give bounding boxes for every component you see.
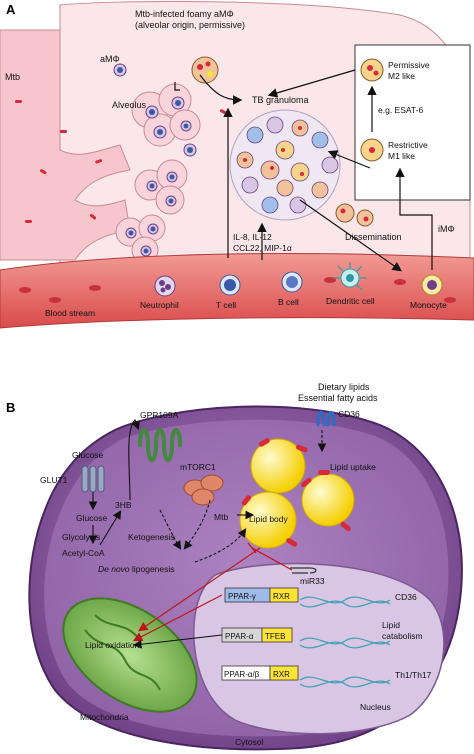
lipid-catabolism-label-1: Lipid [382, 620, 400, 630]
gpr109a-label: GPR109A [140, 410, 179, 420]
b-cell [281, 271, 303, 293]
ppar-gamma-label: PPAR-γ [228, 592, 256, 601]
mtb-label: Mtb [5, 72, 20, 82]
tfeb-label: TFEB [265, 632, 285, 641]
cytokines-label-2: CCL22, MIP-1α [233, 243, 292, 253]
t-cell [219, 274, 241, 296]
monocyte-label: Monocyte [410, 300, 447, 310]
cd36-receptor-label: CD36 [338, 409, 360, 419]
m1-macrophage [360, 138, 384, 162]
permissive-label-2: M2 like [388, 71, 415, 81]
panel-b-labels: B Dietary lipids Essential fatty acids G… [6, 382, 432, 747]
mtorc1-label: mTORC1 [180, 462, 216, 472]
m2-macrophage [360, 58, 384, 82]
rxr-label-1: RXR [273, 592, 290, 601]
alveolar-macrophages [113, 63, 197, 257]
glucose-in-label: Glucose [76, 513, 107, 523]
panel-b-black-lines [132, 634, 223, 649]
lipogenesis-label: lipogenesis [132, 564, 175, 574]
foamy-macrophage [191, 56, 219, 84]
dietary-label-2: Essential fatty acids [298, 393, 378, 403]
dietary-label-1: Dietary lipids [318, 382, 370, 392]
rxr-label-2: RXR [273, 670, 290, 679]
cytokines-label-1: IL-8, IL-12 [233, 232, 272, 242]
ppar-ab-box [221, 665, 299, 681]
cd36-receptor [316, 410, 336, 427]
b-cell-label: B cell [278, 297, 299, 307]
panel-b: B Dietary lipids Essential fatty acids G… [6, 382, 463, 751]
dna-strands [299, 596, 391, 688]
dendritic-label: Dendritic cell [326, 296, 375, 306]
mtb-label-b: Mtb [214, 512, 228, 522]
red-blood-cells [19, 277, 456, 303]
restrictive-label-1: Restrictive [388, 140, 428, 150]
permissive-label-1: Permissive [388, 60, 430, 70]
mtorc1-complex [183, 474, 224, 506]
disseminating-macrophages [335, 203, 374, 227]
ppar-ab-label: PPAR-α/β [224, 670, 260, 679]
th1-th17-label: Th1/Th17 [395, 670, 432, 680]
alveolus-label: Alveolus [112, 100, 147, 110]
neutrophil-label: Neutrophil [140, 300, 179, 310]
mir33-label: miR33 [300, 576, 325, 586]
ppar-gamma-box [224, 587, 299, 603]
t-cell-label: T cell [216, 300, 236, 310]
foamy-label-1: Mtb-infected foamy aMΦ [135, 9, 234, 19]
mitochondria-label: Mitochondria [80, 712, 129, 722]
panel-a: A Mtb Mtb-infected foamy aMΦ (alveolar o… [0, 0, 474, 329]
glut1-label: GLUT1 [40, 475, 68, 485]
bronchus [0, 29, 131, 261]
nucleus-label: Nucleus [360, 702, 391, 712]
de-novo-label: De novo [98, 564, 130, 574]
glucose-out-label: Glucose [72, 450, 103, 460]
blood-stream-label: Blood stream [45, 308, 95, 318]
panel-a-arrows [174, 69, 433, 272]
ppar-alpha-label: PPAR-α [225, 632, 254, 641]
mtb-bacilli-airway [15, 70, 227, 223]
panel-b-letter: B [6, 400, 15, 415]
glycolysis-label: Glycolysis [62, 532, 100, 542]
lipid-catabolism-label-2: catabolism [382, 631, 423, 641]
lipid-body-label: Lipid body [249, 514, 289, 524]
mtb-bacilli-lipid [241, 438, 351, 547]
panel-a-letter: A [6, 2, 16, 17]
granuloma-label: TB granuloma [252, 95, 309, 105]
acetyl-coa-label: Acetyl-CoA [62, 548, 105, 558]
tb-granuloma [229, 109, 341, 221]
neutrophil-cell [154, 275, 176, 297]
3hb-label: 3HB [115, 500, 132, 510]
nucleus [193, 562, 445, 735]
restrictive-label-2: M1 like [388, 151, 415, 161]
cd36-gene-label: CD36 [395, 592, 417, 602]
panel-b-red-lines [132, 542, 293, 642]
lipid-droplets [239, 438, 355, 549]
panel-b-arrows [88, 419, 327, 563]
mitochondrion [62, 597, 198, 713]
lipid-uptake-label: Lipid uptake [330, 462, 376, 472]
mir33-hairpin [290, 567, 317, 574]
ppar-alpha-box [221, 627, 293, 643]
glut1-transporter [81, 465, 105, 493]
dissemination-label: Dissemination [345, 232, 402, 242]
lipid-oxidation-label: Lipid oxidation [85, 640, 140, 650]
amphi-label: aMΦ [100, 54, 120, 64]
dendritic-cell [334, 262, 366, 291]
cytosol-label: Cytosol [235, 737, 263, 747]
imphi-label: iMΦ [438, 224, 455, 234]
monocyte-cell [421, 274, 443, 296]
panel-a-labels: A Mtb Mtb-infected foamy aMΦ (alveolar o… [5, 2, 455, 318]
esat-label: e.g. ESAT-6 [378, 105, 423, 115]
foamy-label-2: (alveolar origin, permissive) [135, 20, 245, 30]
gpr109a-receptor [138, 428, 182, 462]
ketogenesis-label: Ketogenesis [128, 532, 175, 542]
